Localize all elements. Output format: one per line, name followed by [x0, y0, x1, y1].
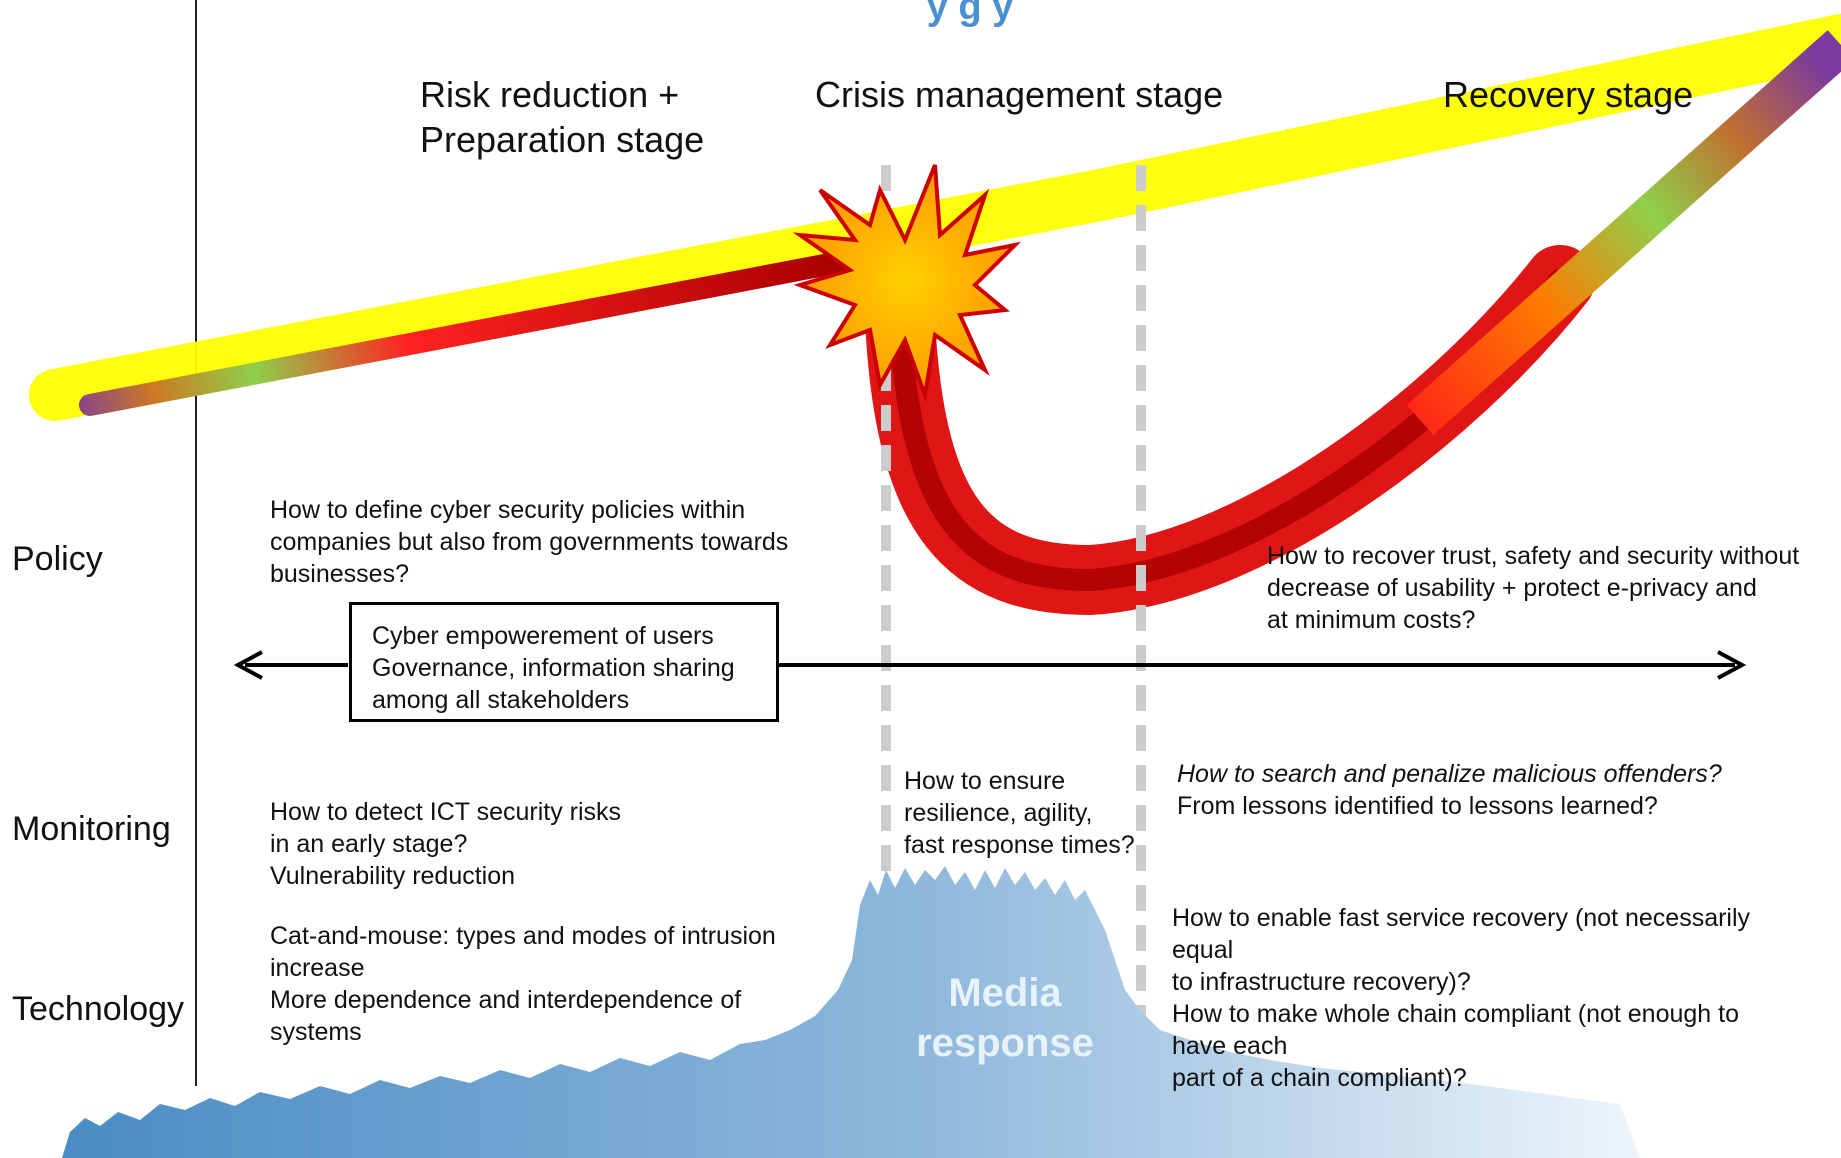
technology-recovery-question: How to enable fast service recovery (not… [1172, 904, 1751, 1092]
monitoring-recovery-question: From lessons identified to lessons learn… [1177, 792, 1658, 820]
row-label-policy: Policy [12, 540, 103, 578]
monitoring-recovery-question-italic: How to search and penalize malicious off… [1177, 760, 1722, 788]
technology-preparation-question: Cat-and-mouse: types and modes of intrus… [270, 922, 776, 1046]
monitoring-preparation-question: How to detect ICT security risks in an e… [270, 798, 622, 890]
trajectory-glow-band [29, 14, 1841, 421]
media-response-label: Media response [916, 971, 1094, 1065]
policy-preparation-question: How to define cyber security policies wi… [270, 496, 789, 588]
crisis-burst-icon [792, 164, 1022, 403]
diagram-title-fragment: y g y [926, 0, 1014, 28]
arrow-left-icon [233, 650, 263, 680]
monitoring-crisis-question: How to ensure resilience, agility, fast … [904, 767, 1135, 859]
stage-label-crisis: Crisis management stage [815, 74, 1224, 115]
media-response-wave [62, 866, 1640, 1158]
stage-label-preparation: Risk reduction + Preparation stage [420, 74, 705, 160]
row-label-technology: Technology [12, 990, 185, 1028]
recovery-trajectory [1406, 30, 1841, 435]
arrow-right-icon [1717, 650, 1747, 680]
preparation-trajectory [79, 251, 851, 416]
policy-empowerment-box: Cyber empowerement of users Governance, … [349, 602, 779, 722]
policy-recovery-question: How to recover trust, safety and securit… [1267, 542, 1800, 634]
row-label-monitoring: Monitoring [12, 810, 171, 848]
stage-label-recovery: Recovery stage [1443, 74, 1694, 115]
